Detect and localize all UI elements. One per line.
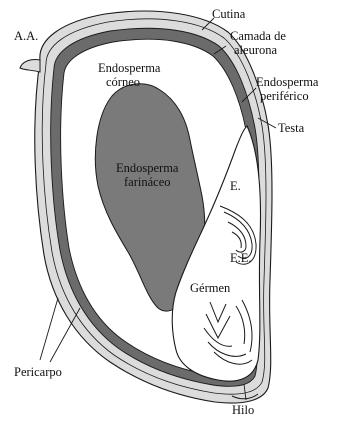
leader-pericarpo-2	[50, 308, 80, 362]
label-testa: Testa	[278, 121, 305, 135]
label-endo-corneo-line1: Endosperma	[98, 61, 161, 75]
label-camada-line1: Camada de	[230, 29, 286, 43]
label-endo-periferico-line2: periférico	[260, 89, 309, 103]
leader-pericarpo-1	[40, 298, 58, 360]
label-endo-periferico-line1: Endosperma	[256, 75, 319, 89]
label-endo-farinaceo-line1: Endosperma	[116, 161, 179, 175]
label-pericarpo: Pericarpo	[14, 365, 62, 379]
label-aa: A.A.	[14, 29, 38, 43]
label-cutina: Cutina	[212, 7, 246, 21]
aa-bump	[20, 59, 40, 72]
label-endo-farinaceo-line2: farináceo	[124, 175, 171, 189]
label-ee: E.E.	[230, 251, 252, 265]
label-germen: Gérmen	[190, 281, 231, 295]
label-hilo: Hilo	[232, 403, 254, 417]
label-endo-corneo-line2: córneo	[106, 75, 140, 89]
label-e: E.	[230, 179, 241, 193]
label-camada-line2: aleurona	[234, 43, 277, 57]
